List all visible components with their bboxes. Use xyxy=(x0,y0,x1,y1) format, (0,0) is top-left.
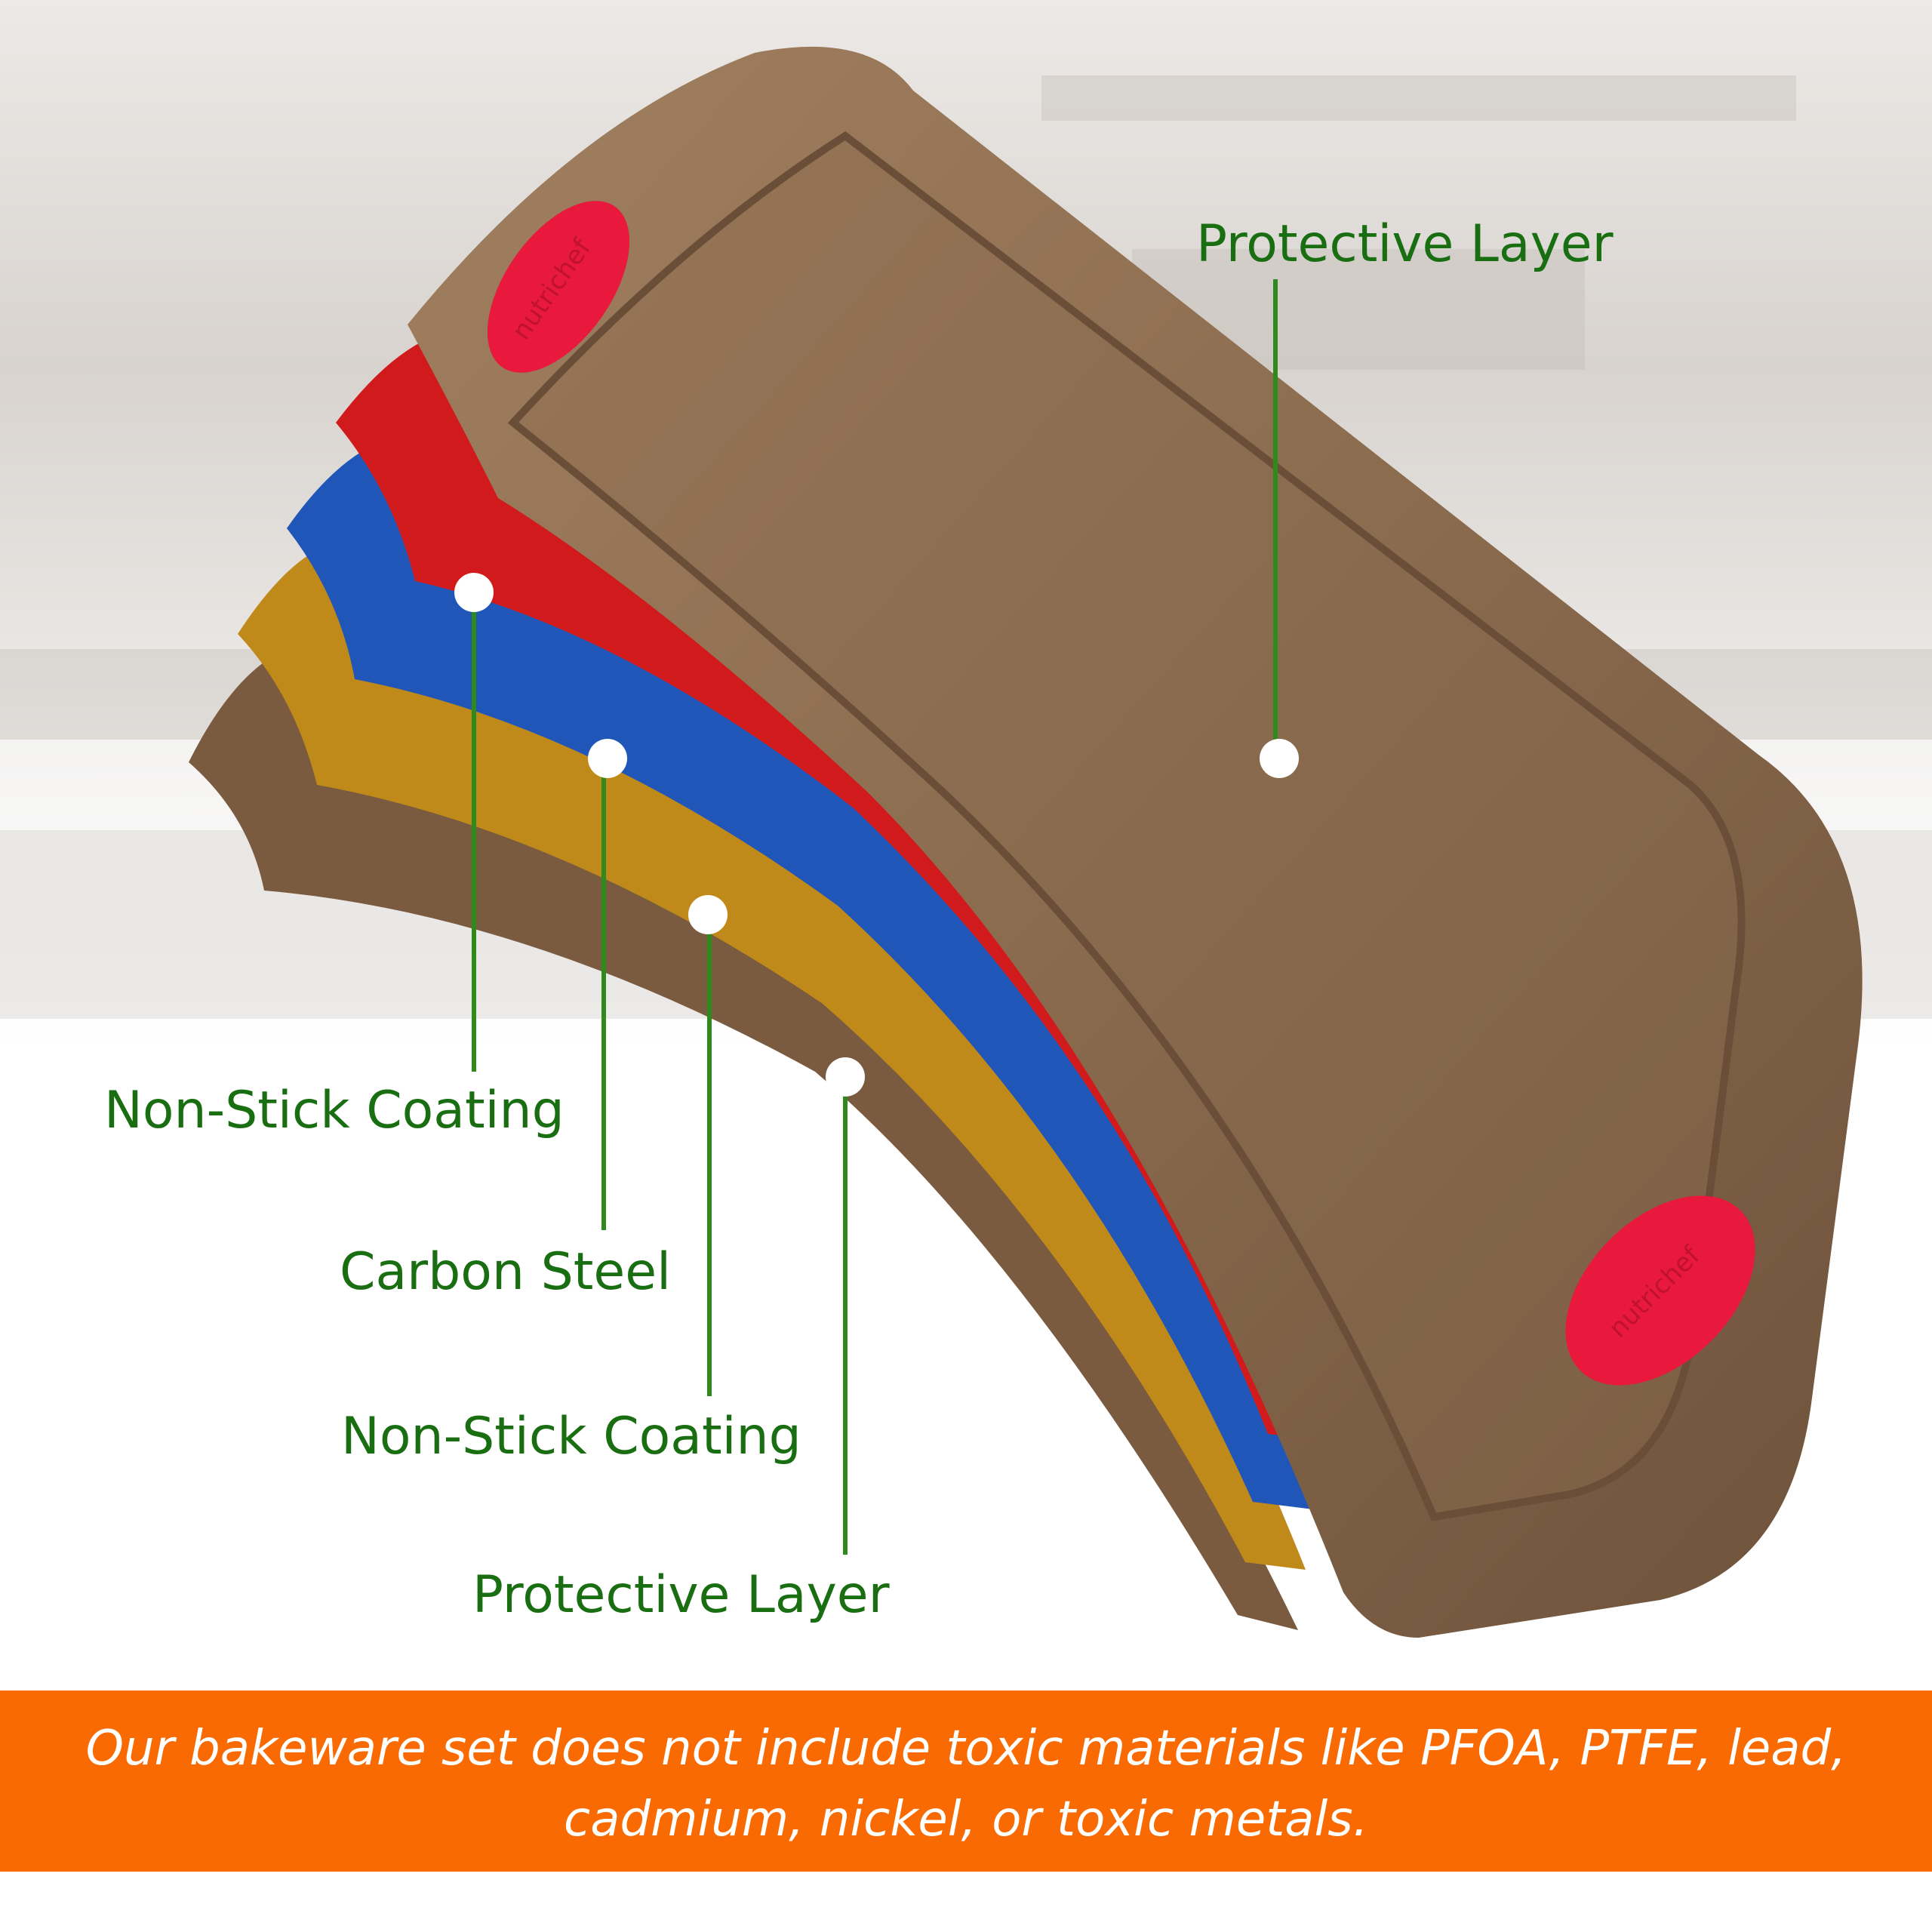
label-non-stick-coating-2: Non-Stick Coating xyxy=(341,1407,801,1466)
bottom-strip xyxy=(0,1872,1932,1932)
label-top-protective-layer: Protective Layer xyxy=(1196,214,1614,274)
pan-cavity xyxy=(507,131,1746,1521)
gold-layer xyxy=(238,543,1306,1570)
label-non-stick-coating-1: Non-Stick Coating xyxy=(104,1081,565,1140)
banner-text: Our bakeware set does not include toxic … xyxy=(85,1721,1847,1847)
handle-grip-icon xyxy=(1565,1195,1755,1386)
label-bottom-protective-layer: Protective Layer xyxy=(472,1565,890,1625)
red-layer xyxy=(336,332,1328,1441)
blue-layer xyxy=(287,438,1313,1509)
leader-lines xyxy=(472,279,1278,1555)
bottom-protective-layer xyxy=(189,649,1298,1630)
label-carbon-steel: Carbon Steel xyxy=(340,1242,671,1302)
info-banner: Our bakeware set does not include toxic … xyxy=(0,1690,1932,1872)
callout-dots xyxy=(454,573,1299,1097)
handle-grip-icon xyxy=(487,201,630,373)
